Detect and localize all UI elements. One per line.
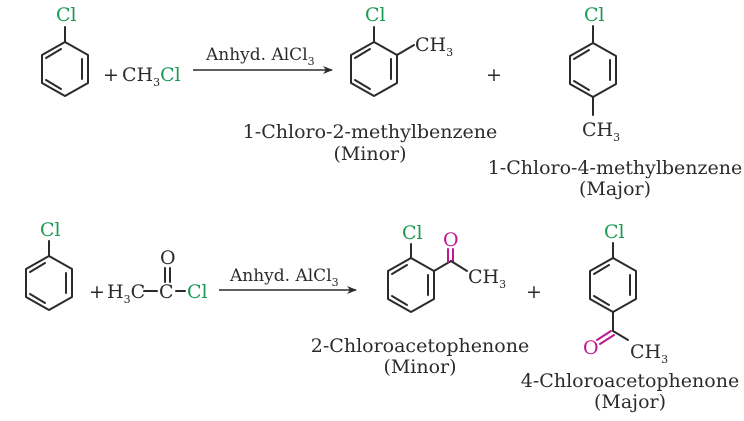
chlorine-label: Cl	[402, 222, 423, 244]
chlorine-label: Cl	[584, 4, 605, 26]
reaction-2: Cl + H3C C O Cl Anhyd. AlCl3 Cl	[25, 219, 739, 413]
methyl-label: CH	[415, 34, 446, 56]
r1-chlorobenzene: Cl	[41, 4, 89, 97]
chlorine-label: Cl	[40, 219, 61, 241]
product-name: 1-Chloro-2-methylbenzene	[243, 121, 498, 143]
methyl-subscript: 3	[499, 278, 506, 291]
reagent-ch: CH	[122, 64, 153, 86]
methyl-label: CH	[582, 119, 613, 141]
svg-text:CH3: CH3	[415, 34, 453, 59]
chlorine-label: Cl	[604, 221, 625, 243]
product-note: (Minor)	[383, 356, 456, 378]
svg-text:Anhyd. AlCl3: Anhyd. AlCl3	[229, 266, 339, 289]
reagent-subscript: 3	[153, 76, 160, 89]
plus-sign: +	[526, 281, 542, 303]
r2-product-para: Cl O CH3 4-Chloroacetophenone (Major)	[521, 221, 739, 413]
r2-product-ortho: Cl O CH3 2-Chloroacetophenone (Minor)	[311, 222, 529, 378]
product-note: (Major)	[594, 391, 666, 413]
methyl-subscript: 3	[446, 46, 453, 59]
r2-chlorobenzene: Cl	[25, 219, 73, 311]
oxygen-label: O	[160, 247, 176, 269]
h-subscript: 3	[124, 293, 131, 306]
c-label: C	[131, 281, 146, 303]
chlorine-label: Cl	[187, 281, 208, 303]
plus-sign: +	[89, 281, 105, 303]
methyl-label: CH	[468, 266, 499, 288]
chlorine-label: Cl	[56, 4, 77, 26]
methyl-subscript: 3	[661, 353, 668, 366]
r1-product-ortho: Cl CH3 1-Chloro-2-methylbenzene (Minor)	[243, 4, 498, 165]
chlorine-label: Cl	[365, 4, 386, 26]
product-note: (Minor)	[333, 143, 406, 165]
carbonyl-carbon: C	[159, 281, 174, 303]
methyl-subscript: 3	[613, 131, 620, 144]
c-o-double-bond	[596, 330, 612, 341]
c-ch3-bond	[612, 330, 629, 341]
svg-text:CH3: CH3	[468, 266, 506, 291]
plus-sign: +	[103, 64, 119, 86]
arrow-label: Anhyd. AlCl	[229, 266, 332, 286]
svg-text:CH3: CH3	[582, 119, 620, 144]
c-ch3-bond	[450, 260, 468, 272]
arrow-subscript: 3	[332, 276, 339, 289]
methyl-label: CH	[630, 341, 661, 363]
product-name: 1-Chloro-4-methylbenzene	[488, 157, 743, 179]
plus-sign: +	[486, 64, 502, 86]
product-name: 4-Chloroacetophenone	[521, 370, 739, 392]
svg-text:CH3: CH3	[630, 341, 668, 366]
oxygen-label: O	[443, 229, 459, 251]
arrow-subscript: 3	[308, 55, 315, 68]
benzene-ring	[41, 41, 89, 97]
arrow-label: Anhyd. AlCl	[205, 45, 308, 65]
r2-acetyl-chloride: H3C C O Cl	[107, 247, 208, 306]
svg-text:Anhyd. AlCl3: Anhyd. AlCl3	[205, 45, 315, 68]
r1-arrow: Anhyd. AlCl3	[193, 45, 333, 74]
r2-arrow: Anhyd. AlCl3	[219, 266, 357, 294]
svg-text:H3C: H3C	[107, 281, 145, 306]
reagent-cl: Cl	[160, 64, 181, 86]
benzene-ring	[25, 255, 73, 311]
reaction-1: Cl + CH3Cl Anhyd. AlCl3 Cl CH3 1-Chloro-…	[41, 4, 743, 200]
product-note: (Major)	[579, 178, 651, 200]
c-ch3-bond	[396, 44, 415, 56]
oxygen-label: O	[583, 337, 599, 359]
h-label: H	[107, 281, 124, 303]
r1-methyl-chloride: CH3Cl	[122, 64, 181, 89]
svg-text:CH3Cl: CH3Cl	[122, 64, 181, 89]
product-name: 2-Chloroacetophenone	[311, 335, 529, 357]
r1-product-para: Cl CH3 1-Chloro-4-methylbenzene (Major)	[488, 4, 743, 200]
